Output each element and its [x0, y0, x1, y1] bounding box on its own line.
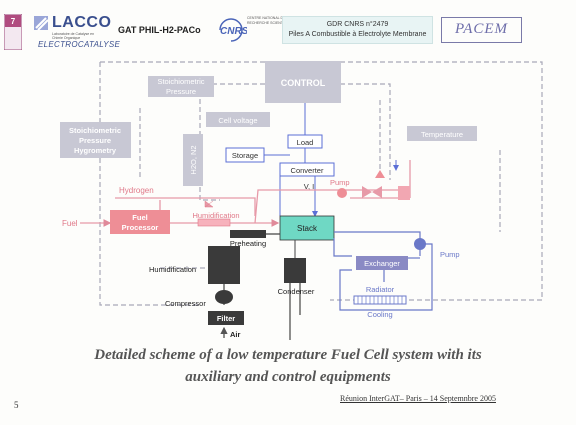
storage-box — [225, 147, 265, 163]
temperature-block — [407, 126, 477, 141]
filter-label: Filter — [217, 314, 235, 323]
slide-title-line1: Detailed scheme of a low temperature Fue… — [94, 347, 482, 363]
cnrs-logo-text: CNRS — [220, 26, 247, 37]
fuel-cell-diagram: CONTROL Stoichiometric Pressure Stoichio… — [60, 61, 543, 340]
exchanger-block — [356, 256, 408, 270]
tank-icon — [398, 186, 410, 200]
pacem-badge: PACEM — [441, 17, 522, 43]
storage-label: Storage — [232, 151, 258, 160]
gdr-line1: GDR CNRS n°2479 — [326, 21, 389, 28]
footer-reference: Réunion InterGAT– Paris – 14 Septemnbre … — [340, 394, 496, 403]
humidifier-block — [208, 246, 240, 284]
stack-block — [279, 215, 335, 241]
load-label: Load — [297, 138, 314, 147]
hydrogen-label: Hydrogen — [119, 186, 154, 195]
valve-right-icon — [362, 186, 382, 198]
exchanger-label: Exchanger — [364, 259, 400, 268]
compressor-icon — [215, 290, 233, 304]
radiator-icon — [353, 295, 407, 305]
page-number: 5 — [14, 400, 19, 410]
stoichiometric-pressure-block — [148, 76, 214, 97]
radiator-label: Radiator — [366, 285, 395, 294]
fuel-label: Fuel — [62, 219, 78, 228]
load-box — [287, 134, 323, 149]
stoichiometric-pressure-line2: Pressure — [166, 87, 196, 96]
preheating-label: Preheating — [230, 239, 266, 248]
lacco-title: LACCO — [52, 14, 112, 31]
university-logo: 7 — [4, 14, 22, 50]
gdr-line2: Piles A Combustible à Electrolyte Membra… — [288, 31, 427, 38]
svg-text:7: 7 — [11, 17, 16, 26]
fuel-processor-block — [110, 210, 170, 234]
control-label: CONTROL — [281, 78, 326, 88]
electrical-lines — [262, 103, 318, 217]
sph-line2: Pressure — [79, 136, 111, 145]
converter-box — [279, 162, 335, 177]
cell-voltage-label: Cell voltage — [218, 116, 257, 125]
stack-label: Stack — [297, 224, 318, 233]
cooling-label: Cooling — [367, 310, 392, 319]
h2o-n2-label: H2O, N2 — [189, 145, 198, 174]
valve-icon — [204, 200, 214, 208]
condenser-label: Condenser — [278, 287, 315, 296]
stoichiometric-pressure-line1: Stoichiometric — [157, 77, 204, 86]
preheater-block — [230, 230, 266, 238]
lacco-tagline: ELECTROCATALYSE — [38, 40, 121, 49]
fuel-processor-line1: Fuel — [132, 213, 147, 222]
gat-label: GAT PHIL-H2-PACo — [118, 25, 201, 35]
air-label: Air — [230, 330, 241, 339]
sph-line3: Hygrometry — [74, 146, 117, 155]
filter-block — [208, 311, 244, 325]
control-block — [265, 61, 341, 103]
humidification-left-label: Humidification — [149, 265, 196, 274]
temperature-label: Temperature — [421, 130, 463, 139]
pump-top-label: Pump — [330, 178, 350, 187]
fuel-processor-line2: Processor — [122, 223, 159, 232]
compressor-label: Compressor — [165, 299, 206, 308]
condenser-block — [284, 258, 306, 283]
humidifier-icon — [197, 218, 231, 227]
humidification-top-label: Humidification — [192, 211, 239, 220]
cell-voltage-block — [206, 112, 270, 127]
converter-label: Converter — [291, 166, 324, 175]
cnrs-logo-icon: CNRS — [219, 18, 247, 42]
gdr-box: GDR CNRS n°2479 Piles A Combustible à El… — [282, 16, 433, 44]
pump-top-icon — [337, 188, 347, 198]
slide-title-line2: auxiliary and control equipments — [185, 369, 391, 385]
valve-top-icon — [375, 170, 385, 178]
pump-right-icon — [414, 238, 426, 250]
pump-right-label: Pump — [440, 250, 460, 259]
lacco-subtitle: Laboratoire de Catalyse en Chimie Organi… — [52, 32, 95, 40]
cnrs-subtitle: CENTRE NATIONAL DE LA RECHERCHE SCIENTIF… — [247, 16, 295, 25]
lacco-logo-icon — [34, 16, 49, 31]
h2o-n2-block — [183, 134, 203, 186]
v-i-label: V, I — [304, 182, 315, 191]
stoich-pressure-hygrometry-block — [60, 122, 131, 158]
sph-line1: Stoichiometric — [69, 126, 121, 135]
